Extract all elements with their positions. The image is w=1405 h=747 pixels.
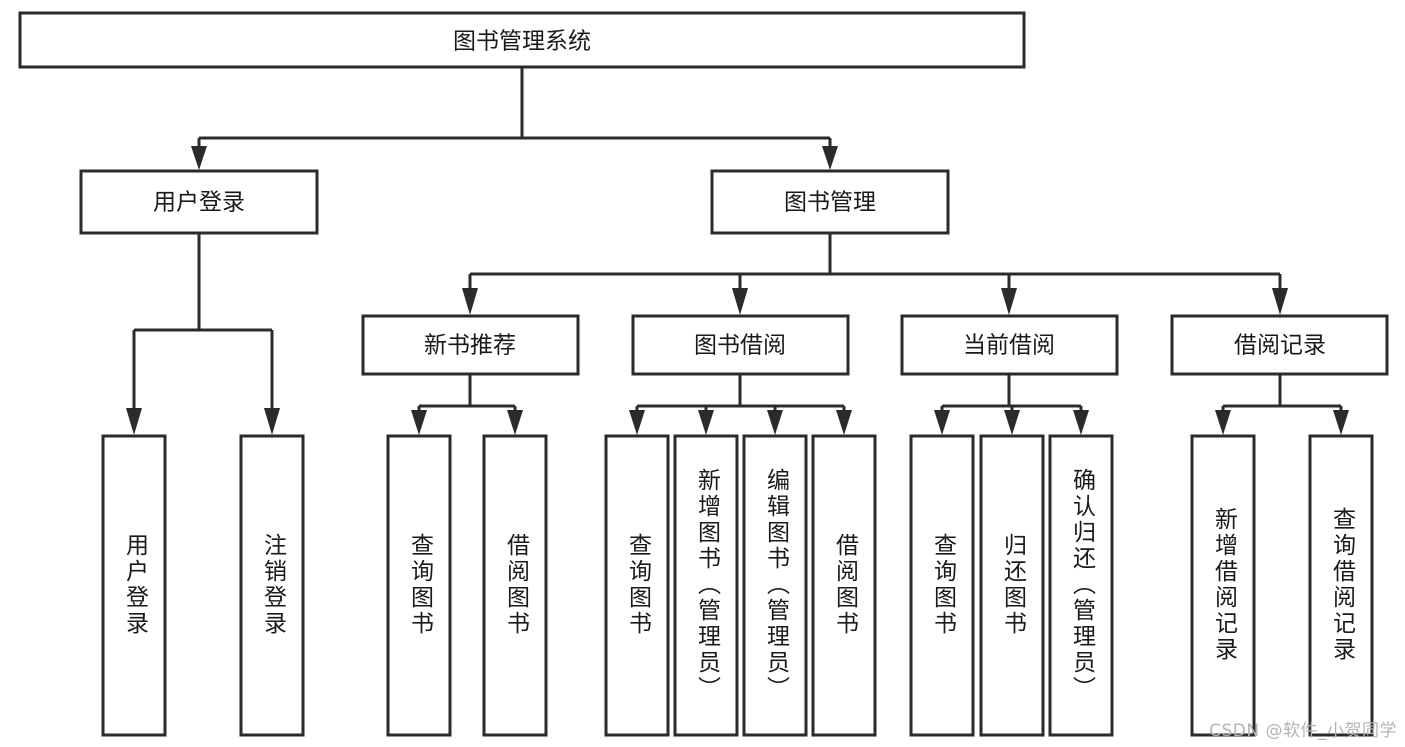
leaf-add-borrow-record-label: 新增借阅记录 [1211,507,1239,663]
node-borrow-record[interactable]: 借阅记录 [1170,314,1389,376]
root-label: 图书管理系统 [453,29,591,55]
arrow-to-borrow-record [1272,288,1288,315]
arrow-to-leaf-query-book-borrow [629,410,645,435]
leaf-query-book-rec[interactable]: 查询图书 [386,434,452,737]
leaf-query-book-borrow-label: 查询图书 [625,533,653,637]
arrow-to-leaf-query-book-rec [411,410,427,435]
new-book-rec-label: 新书推荐 [424,333,516,359]
leaf-user-login[interactable]: 用户登录 [101,434,167,737]
arrow-to-book-manage [822,146,838,170]
node-current-borrow[interactable]: 当前借阅 [900,314,1119,376]
edges-group [126,67,1349,435]
leaf-user-login-label: 用户登录 [122,533,150,637]
arrow-to-leaf-query-borrow-record [1333,410,1349,435]
leaf-user-login-box[interactable] [101,434,167,737]
arrow-to-leaf-return-book [1004,410,1020,435]
book-manage-label: 图书管理 [784,190,876,216]
leaf-query-book-borrow[interactable]: 查询图书 [604,434,670,737]
leaf-logout-login[interactable]: 注销登录 [239,434,305,737]
leaf-edit-book-admin-label: 编辑图书（管理员） [763,468,791,702]
leaf-query-book-current-label: 查询图书 [930,533,958,637]
leaf-logout-login-box[interactable] [239,434,305,737]
leaf-edit-book-admin[interactable]: 编辑图书（管理员） [742,434,808,737]
leaf-add-book-admin-label: 新增图书（管理员） [694,468,722,702]
node-book-manage[interactable]: 图书管理 [710,169,950,235]
borrow-record-label: 借阅记录 [1234,333,1326,359]
leaf-borrow-book-box[interactable] [811,434,877,737]
leaf-borrow-book-rec[interactable]: 借阅图书 [482,434,548,737]
leaf-borrow-book-label: 借阅图书 [832,533,860,637]
new-book-rec-box[interactable] [361,314,580,376]
leaf-logout-login-label: 注销登录 [260,533,288,637]
leaf-add-book-admin[interactable]: 新增图书（管理员） [673,434,739,737]
leaf-query-book-borrow-box[interactable] [604,434,670,737]
arrow-to-leaf-edit-book-admin [767,410,783,435]
leaf-return-book-label: 归还图书 [1000,533,1028,637]
arrow-to-new-book-rec [462,288,478,315]
leaf-edit-book-admin-box[interactable] [742,434,808,737]
arrow-to-current-borrow [1001,288,1017,315]
leaf-borrow-book[interactable]: 借阅图书 [811,434,877,737]
leaf-add-book-admin-box[interactable] [673,434,739,737]
node-user-login[interactable]: 用户登录 [79,169,319,235]
current-borrow-box[interactable] [900,314,1119,376]
leaf-query-book-current-box[interactable] [909,434,975,737]
arrow-to-user-login [191,146,207,170]
leaf-query-borrow-record-label: 查询借阅记录 [1329,507,1357,663]
leaf-query-borrow-record[interactable]: 查询借阅记录 [1308,434,1374,737]
leaf-add-borrow-record-box[interactable] [1190,434,1256,737]
leaf-confirm-return-admin[interactable]: 确认归还（管理员） [1048,434,1114,737]
arrow-to-leaf-query-book-current [934,410,950,435]
arrow-to-book-borrow [732,288,748,315]
book-borrow-label: 图书借阅 [694,333,786,359]
arrow-to-leaf-add-borrow-record [1215,410,1231,435]
arrow-to-leaf-user-login [126,408,142,435]
leaf-return-book[interactable]: 归还图书 [979,434,1045,737]
borrow-record-box[interactable] [1170,314,1389,376]
arrow-to-leaf-confirm-return-admin [1073,410,1089,435]
leaf-borrow-book-rec-box[interactable] [482,434,548,737]
arrow-to-leaf-logout-login [264,408,280,435]
leaf-borrow-book-rec-label: 借阅图书 [503,533,531,637]
node-root[interactable]: 图书管理系统 [18,11,1026,69]
arrow-to-leaf-borrow-book [836,410,852,435]
leaf-query-book-rec-label: 查询图书 [407,533,435,637]
leaf-query-book-current[interactable]: 查询图书 [909,434,975,737]
node-book-borrow[interactable]: 图书借阅 [631,314,850,376]
node-new-book-rec[interactable]: 新书推荐 [361,314,580,376]
root-box[interactable] [18,11,1026,69]
current-borrow-label: 当前借阅 [963,333,1055,359]
leaf-query-borrow-record-box[interactable] [1308,434,1374,737]
leaf-return-book-box[interactable] [979,434,1045,737]
leaf-add-borrow-record[interactable]: 新增借阅记录 [1190,434,1256,737]
user-login-label: 用户登录 [153,190,245,216]
leaf-query-book-rec-box[interactable] [386,434,452,737]
book-manage-box[interactable] [710,169,950,235]
book-borrow-box[interactable] [631,314,850,376]
leaf-confirm-return-admin-box[interactable] [1048,434,1114,737]
arrow-to-leaf-add-book-admin [698,410,714,435]
user-login-box[interactable] [79,169,319,235]
arrow-to-leaf-borrow-book-rec [507,410,523,435]
leaf-confirm-return-admin-label: 确认归还（管理员） [1069,468,1097,702]
